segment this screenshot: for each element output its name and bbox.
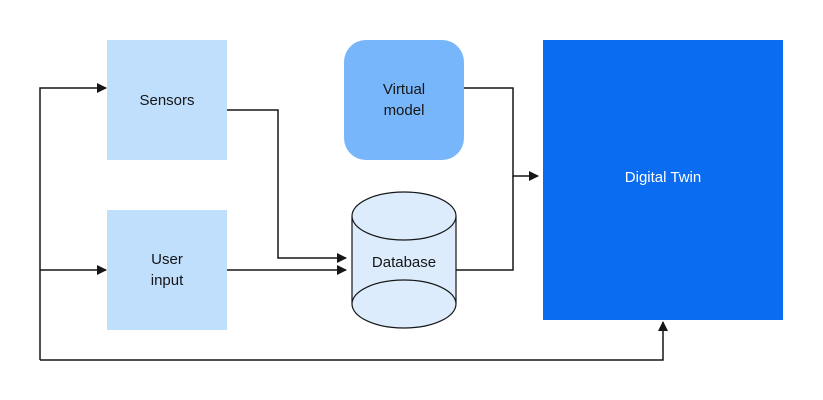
digital-twin-label: Digital Twin	[624, 168, 702, 186]
user-input-node: User input	[107, 210, 227, 330]
digital-twin-node: Digital Twin	[543, 40, 783, 320]
database-node: Database	[352, 250, 456, 274]
database-label: Database	[371, 253, 437, 271]
database-cylinder	[351, 191, 457, 329]
sensors-label: Sensors	[139, 91, 195, 109]
connector-virtual-model-to-twin	[464, 87, 539, 181]
connector-sensors-to-database	[227, 109, 347, 263]
connector-database-to-twin	[456, 176, 514, 271]
virtual-model-node: Virtual model	[344, 40, 464, 160]
user-input-label: User input	[150, 251, 184, 289]
connector-loop-to-sensors	[39, 83, 107, 360]
connector-loop-to-digital-twin	[40, 321, 668, 361]
sensors-node: Sensors	[107, 40, 227, 160]
virtual-model-label: Virtual model	[382, 81, 426, 119]
